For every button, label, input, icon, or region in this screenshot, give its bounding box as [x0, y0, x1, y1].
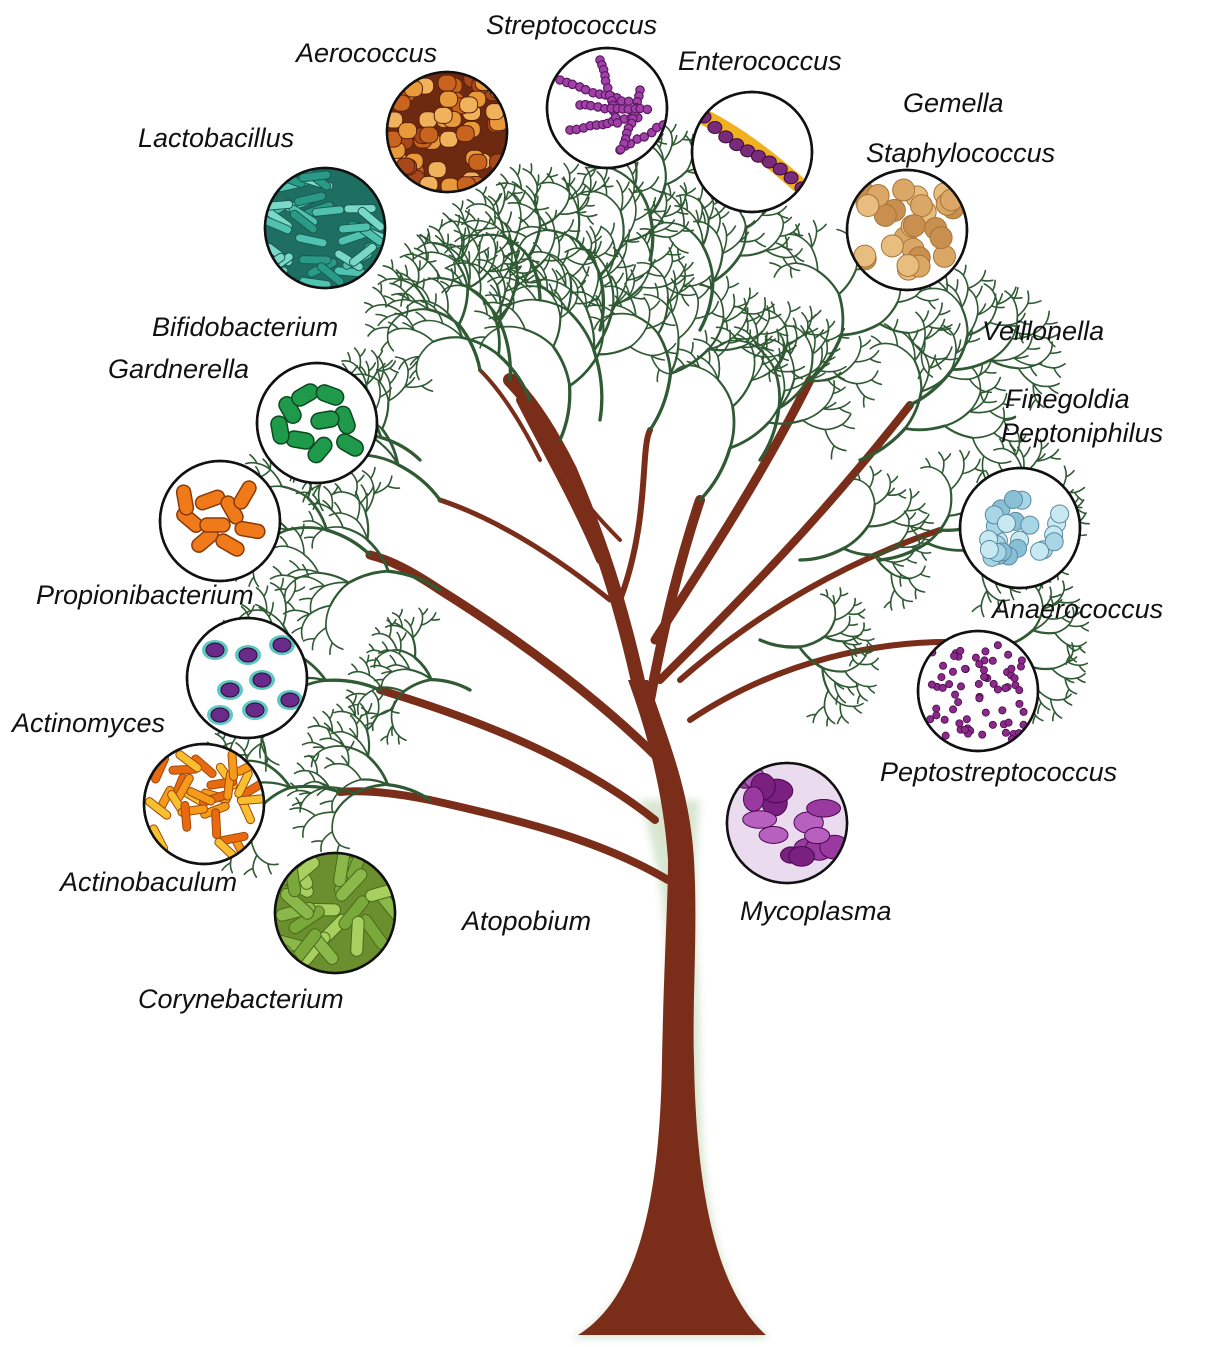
label-atopobium: Atopobium — [460, 906, 591, 936]
label-propionibacterium: Propionibacterium — [36, 580, 254, 610]
label-actinobaculum: Actinobaculum — [58, 867, 237, 897]
label-anaerococcus: Anaerococcus — [990, 594, 1163, 624]
streptococcus-micrograph — [547, 48, 690, 168]
label-actinomyces: Actinomyces — [10, 708, 165, 738]
propionibacterium-micrograph — [160, 461, 280, 581]
micrographs — [144, 48, 1080, 982]
actinobaculum-micrograph — [144, 744, 268, 864]
label-lactobacillus: Lactobacillus — [138, 123, 294, 153]
label-veillonella: Veillonella — [982, 316, 1104, 346]
actinomyces-micrograph — [187, 618, 307, 738]
peptostreptococcus-micrograph — [918, 631, 1038, 751]
mycoplasma-micrograph — [727, 761, 849, 883]
lactobacillus-micrograph — [255, 166, 396, 296]
staphylococcus-micrograph — [847, 170, 967, 290]
corynebacterium-micrograph — [265, 841, 406, 982]
gardnerella-micrograph — [257, 363, 377, 483]
label-gemella: Gemella — [903, 88, 1004, 118]
label-bifidobacterium: Bifidobacterium — [152, 312, 338, 342]
trunk — [578, 680, 766, 1335]
label-staphylococcus: Staphylococcus — [866, 138, 1055, 168]
label-aerococcus: Aerococcus — [294, 38, 437, 68]
label-finegoldia: Finegoldia — [1005, 384, 1130, 414]
label-mycoplasma: Mycoplasma — [740, 896, 892, 926]
label-streptococcus: Streptococcus — [486, 10, 657, 40]
anaerococcus-micrograph — [960, 468, 1080, 588]
enterococcus-micrograph — [692, 92, 812, 212]
aerococcus-micrograph — [383, 68, 508, 195]
label-corynebacterium: Corynebacterium — [138, 984, 344, 1014]
label-enterococcus: Enterococcus — [678, 46, 842, 76]
label-peptostreptococcus: Peptostreptococcus — [880, 757, 1117, 787]
label-peptoniphilus: Peptoniphilus — [1001, 418, 1163, 448]
label-gardnerella: Gardnerella — [108, 354, 249, 384]
